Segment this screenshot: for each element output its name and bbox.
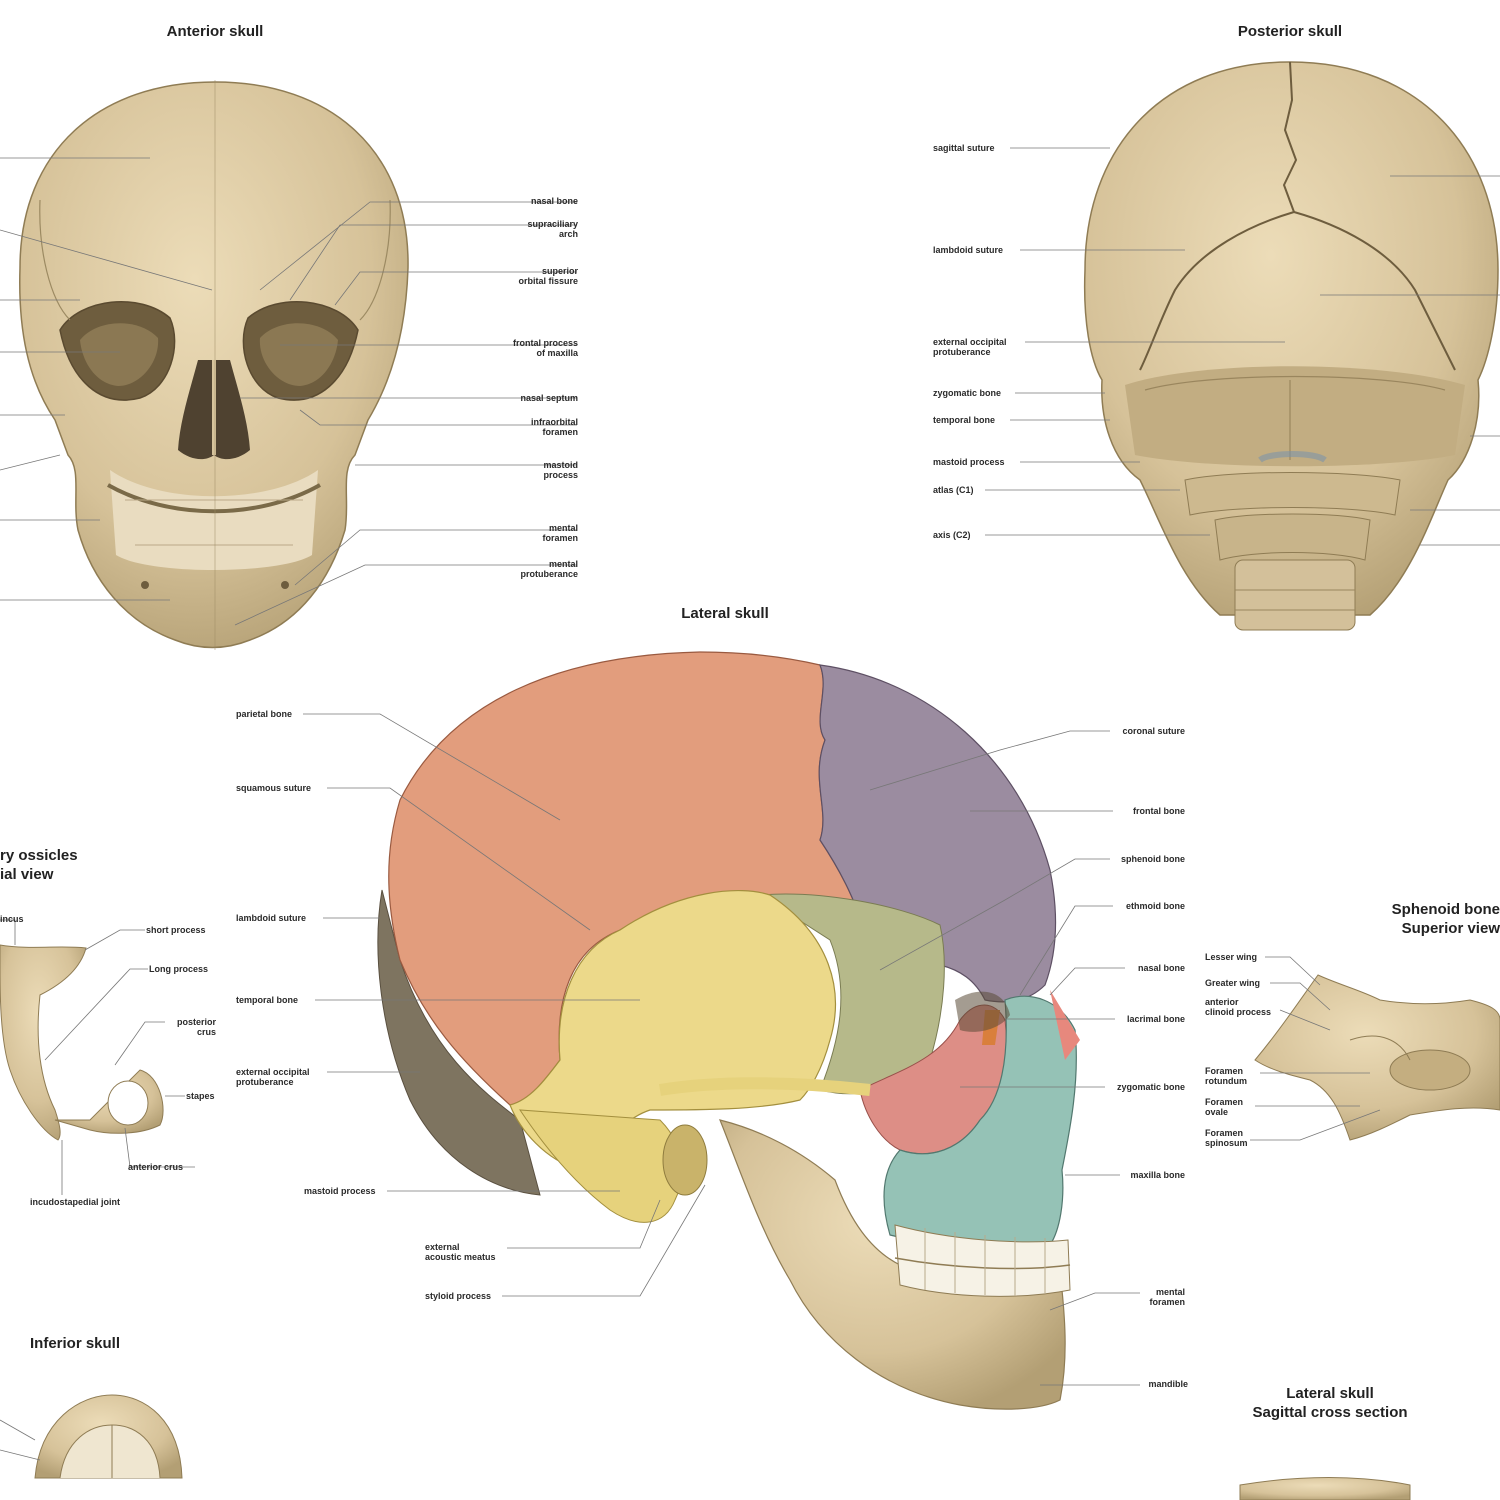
lateral-label-right: frontal bone (1133, 806, 1185, 816)
ossicles-label: anterior crus (128, 1162, 184, 1172)
lateral-label-right: nasal bone (1137, 963, 1185, 973)
posterior-label: lambdoid suture (933, 245, 1004, 255)
lateral-label-right: lacrimal bone (1126, 1014, 1185, 1024)
sphenoid-label: Foramen spinosum (1205, 1128, 1248, 1148)
ossicles-label: incus (0, 914, 24, 924)
posterior-skull-illustration (1083, 61, 1499, 631)
sphenoid-label: Greater wing (1205, 978, 1261, 988)
posterior-label: external occipital protuberance (933, 337, 1007, 357)
sphenoid-label: Lesser wing (1205, 952, 1258, 962)
lateral-label-right: sphenoid bone (1121, 854, 1185, 864)
lateral-label-left: parietal bone (236, 709, 293, 719)
posterior-label: mastoid process (933, 457, 1005, 467)
lateral-leader-lines (303, 713, 1140, 1386)
inferior-skull-title: Inferior skull (30, 1335, 121, 1352)
posterior-leader-lines (985, 147, 1500, 546)
posterior-label: zygomatic bone (933, 388, 1002, 398)
anterior-label: nasal septum (520, 393, 578, 403)
ossicles-title: ry ossicles ial view (0, 847, 78, 883)
sphenoid-label: Foramen rotundum (1205, 1066, 1247, 1086)
anterior-label: nasal bone (530, 196, 578, 206)
anterior-label: mental foramen (542, 523, 578, 543)
lateral-label-right: mental foramen (1149, 1287, 1185, 1307)
lateral-label-right: zygomatic bone (1116, 1082, 1185, 1092)
anterior-label: mental protuberance (520, 559, 578, 579)
inferior-skull-illustration (0, 1394, 183, 1479)
ossicles-label: short process (146, 925, 206, 935)
ossicles-label: Long process (149, 964, 209, 974)
anterior-label: mastoid process (543, 460, 578, 480)
lateral-skull-title: Lateral skull (681, 605, 769, 622)
ossicles-leader-lines (0, 919, 195, 1195)
posterior-skull-title: Posterior skull (1237, 23, 1343, 40)
sphenoid-leader-lines (1250, 956, 1381, 1141)
sphenoid-label: anterior clinoid process (1205, 997, 1272, 1017)
lateral-skull-illustration (377, 651, 1080, 1410)
sphenoid-label: Foramen ovale (1205, 1097, 1244, 1117)
posterior-label: axis (C2) (933, 530, 971, 540)
anterior-label: supraciliary arch (527, 219, 578, 239)
anterior-label: infraorbital foramen (530, 417, 578, 437)
sagittal-skull-title: Lateral skull Sagittal cross section (1252, 1385, 1408, 1421)
ossicles-illustration (0, 944, 164, 1141)
posterior-label: temporal bone (933, 415, 996, 425)
anterior-leader-lines (0, 157, 577, 626)
lateral-label-left: external occipital protuberance (236, 1067, 310, 1087)
lateral-label-right: coronal suture (1122, 726, 1185, 736)
lateral-label-left: styloid process (425, 1291, 492, 1301)
posterior-label: atlas (C1) (933, 485, 974, 495)
ossicles-label: incudostapedial joint (30, 1197, 121, 1207)
lateral-label-right: maxilla bone (1130, 1170, 1185, 1180)
lateral-label-left: mastoid process (304, 1186, 376, 1196)
sphenoid-title: Sphenoid bone Superior view (1391, 901, 1500, 937)
lateral-label-left: external acoustic meatus (425, 1242, 496, 1262)
lateral-label-left: squamous suture (236, 783, 312, 793)
sagittal-skull-illustration (1239, 1477, 1411, 1500)
ossicles-label: posterior crus (176, 1017, 216, 1037)
lateral-label-left: lambdoid suture (236, 913, 307, 923)
anterior-label: superior orbital fissure (518, 266, 578, 286)
lateral-label-left: temporal bone (236, 995, 299, 1005)
sphenoid-bone-illustration (1254, 974, 1500, 1141)
anterior-skull-illustration (19, 80, 409, 650)
lateral-label-right: mandible (1148, 1379, 1188, 1389)
posterior-label: sagittal suture (933, 143, 995, 153)
anterior-skull-title: Anterior skull (166, 23, 264, 40)
lateral-label-right: ethmoid bone (1126, 901, 1185, 911)
anterior-label: frontal process of maxilla (512, 338, 578, 358)
ossicles-label: stapes (186, 1091, 215, 1101)
